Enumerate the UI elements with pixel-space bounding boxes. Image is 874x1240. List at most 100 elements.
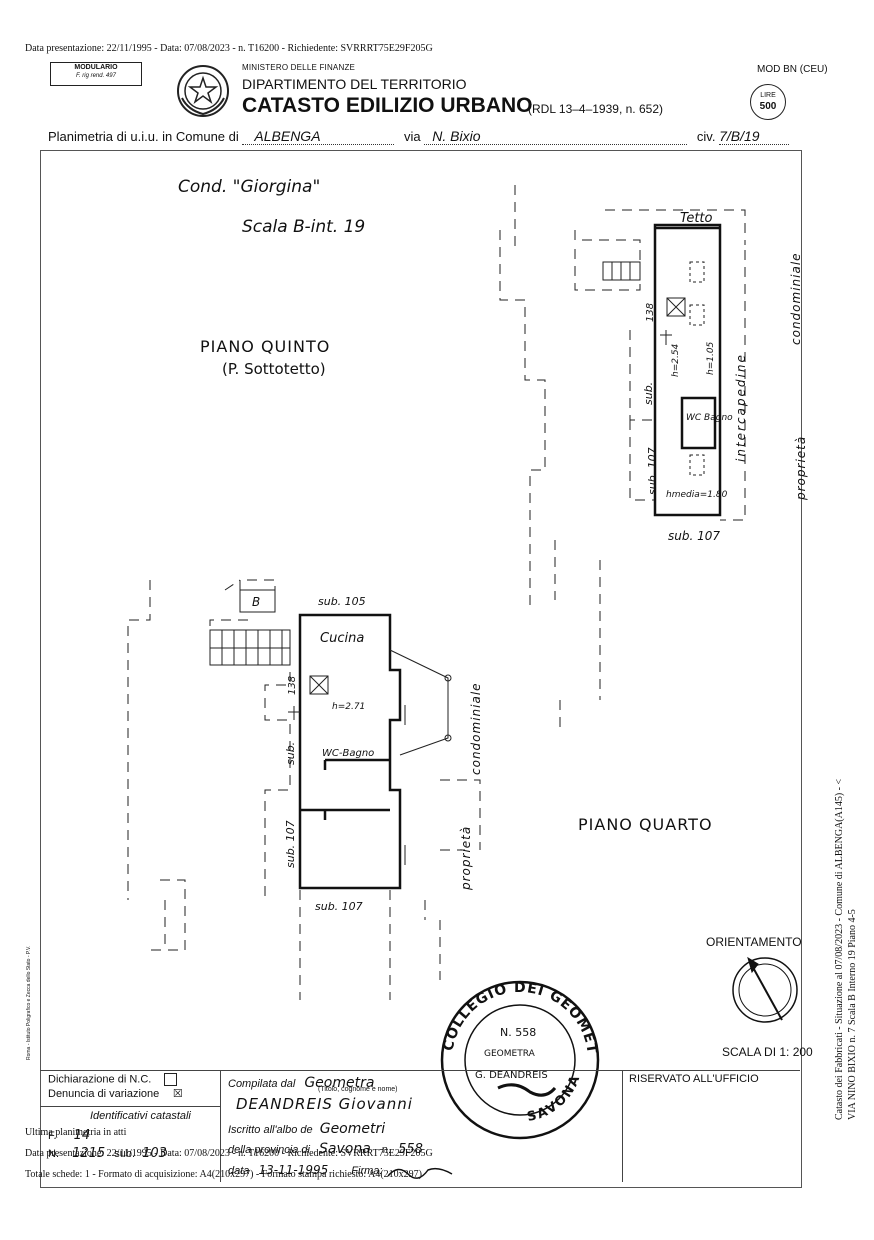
- denuncia-label: Denuncia di variazione: [48, 1088, 160, 1100]
- upper-wc-label: WC Bagno: [686, 413, 733, 423]
- sub-value: 103: [142, 1146, 167, 1161]
- numero-value: 558: [398, 1142, 423, 1157]
- iscritto-row: Iscritto all'albo de Geometri: [228, 1121, 385, 1137]
- foglio-row: F. 14: [48, 1128, 90, 1143]
- signature-icon: [386, 1167, 452, 1179]
- stamp-role: GEOMETRA: [484, 1049, 536, 1059]
- firma-label: Firma:: [351, 1164, 383, 1177]
- side-text: Catasto dei Fabbricati - Situazione al 0…: [833, 500, 859, 1120]
- overlay-line-2: Data presentazione: 22/11/1995 - Data: 0…: [25, 1148, 433, 1159]
- compilata-value: Geometra: [304, 1075, 375, 1091]
- via-label: via: [404, 129, 421, 144]
- mappale-label: N.: [48, 1148, 59, 1160]
- side-line-1: Catasto dei Fabbricati - Situazione al 0…: [834, 778, 845, 1120]
- compilata-row: Compilata dal Geometra: [228, 1075, 374, 1091]
- office-use-box: RISERVATO ALL'UFFICIO: [622, 1070, 801, 1182]
- riservato-label: RISERVATO ALL'UFFICIO: [629, 1073, 759, 1085]
- declaration-box: Dichiarazione di N.C. Denuncia di variaz…: [40, 1070, 221, 1182]
- fifth-floor-label: PIANO QUINTO: [200, 337, 330, 356]
- sub-107-bottom-label: sub. 107: [315, 900, 363, 913]
- height-2-71-label: h=2.71: [332, 702, 365, 712]
- comune-value: ALBENGA: [242, 128, 395, 145]
- foglio-value: 14: [73, 1128, 91, 1143]
- provincia-label: della provincia di: [228, 1144, 310, 1156]
- condominium-top-label: condominiale: [789, 252, 803, 345]
- stamp-name: G. DEANDREIS: [475, 1070, 548, 1081]
- declarant-name: DEANDREIS Giovanni: [236, 1095, 413, 1113]
- modulario-label: MODULARIO: [74, 64, 118, 71]
- foglio-label: F.: [48, 1130, 57, 1142]
- print-overlay: Ultima planimetria in atti Data presenta…: [25, 1122, 433, 1185]
- presentation-info: Data presentazione: 22/11/1995 - Data: 0…: [25, 43, 433, 54]
- republic-emblem-icon: [177, 65, 229, 117]
- dichiarazione-checkbox[interactable]: [164, 1073, 178, 1086]
- sub-label: sub.: [114, 1148, 136, 1160]
- sub-105-label: sub. 105: [318, 595, 366, 608]
- height-2-54-label: h=2.54: [671, 343, 681, 377]
- scale-label: SCALA DI 1: 200: [722, 1045, 813, 1059]
- stamp-number: N. 558: [500, 1026, 536, 1039]
- condominium-name: Cond. "Giorgina": [178, 177, 320, 197]
- civ-label: civ.: [696, 129, 716, 144]
- mappale-row: N. 1215 sub. 103: [48, 1146, 167, 1161]
- property-top-label: proprietà: [794, 436, 808, 501]
- lower-unit-details: [209, 589, 452, 865]
- condominium-mid-label: condominiale: [469, 682, 483, 775]
- height-1-05-label: h=1.05: [706, 341, 716, 375]
- north-arrow-icon: [732, 956, 798, 1023]
- stair-interior-label: Scala B-int. 19: [242, 217, 365, 237]
- data-label: data: [228, 1164, 250, 1177]
- dim-138-lower: 138: [287, 676, 298, 695]
- fifth-floor-sublabel: (P. Sottotetto): [222, 360, 326, 378]
- plan-line: Planimetria di u.i.u. in Comune di ALBEN…: [48, 128, 838, 145]
- declaration-divider: [40, 1106, 220, 1107]
- overlay-line-1: Ultima planimetria in atti: [25, 1127, 127, 1138]
- fourth-floor-label: PIANO QUARTO: [578, 815, 713, 834]
- property-mid-label: proprietà: [459, 826, 473, 891]
- denuncia-row: Denuncia di variazione ☒: [48, 1088, 183, 1100]
- lire-label: LIRE: [760, 92, 776, 99]
- via-value: N. Bixio: [424, 128, 688, 145]
- sub-107-left-label: sub. 107: [284, 820, 297, 868]
- sub-mid-label: sub.: [284, 742, 297, 765]
- law-reference: (RDL 13–4–1939, n. 652): [528, 102, 663, 116]
- average-height-label: hmedia=1.80: [666, 490, 728, 500]
- kitchen-label: Cucina: [320, 631, 364, 646]
- sub-top-label: sub.: [642, 382, 655, 405]
- denuncia-checkbox[interactable]: ☒: [172, 1087, 183, 1100]
- roof-label: Tetto: [680, 211, 713, 226]
- model-code: MOD BN (CEU): [757, 64, 828, 75]
- dichiarazione-label: Dichiarazione di N.C.: [48, 1073, 152, 1086]
- cavity-label: intercapedine: [734, 353, 748, 462]
- drawing-frame: [40, 150, 802, 1188]
- modulario-sub: F. rig rend. 497: [76, 73, 116, 79]
- upper-unit-walls: [653, 223, 722, 517]
- civ-value: 7/B/19: [719, 128, 790, 145]
- side-line-2: VIA NINO BIXIO n. 7 Scala B Interno 19 P…: [847, 909, 858, 1120]
- provincia-value: Savona: [319, 1141, 371, 1157]
- drawing-labels: Cond. "Giorgina" Scala B-int. 19 PIANO Q…: [178, 177, 808, 913]
- modulario-box: MODULARIO F. rig rend. 497: [50, 62, 142, 86]
- compilata-label: Compilata dal: [228, 1078, 296, 1090]
- numero-label: n.: [381, 1144, 392, 1156]
- lower-wc-label: WC-Bagno: [322, 748, 374, 759]
- identificativi-label: Identificativi catastali: [90, 1110, 191, 1122]
- overlay-line-3: Totale schede: 1 - Formato di acquisizio…: [25, 1169, 422, 1180]
- footer-divider: [40, 1070, 800, 1071]
- provincia-row: della provincia di Savona n. 558: [228, 1141, 423, 1157]
- form-title: CATASTO EDILIZIO URBANO: [242, 94, 533, 117]
- mappale-value: 1215: [72, 1146, 106, 1161]
- department-name: DIPARTIMENTO DEL TERRITORIO: [242, 76, 467, 92]
- lire-value: 500: [759, 101, 777, 112]
- printer-note-text: Roma - Istituto Poligrafico e Zecca dell…: [26, 945, 32, 1060]
- data-firma-row: data 13-11-1995 Firma:: [228, 1162, 456, 1180]
- orientation-label: ORIENTAMENTO: [706, 935, 802, 949]
- side-info: Catasto dei Fabbricati - Situazione al 0…: [805, 500, 858, 1120]
- data-value: 13-11-1995: [258, 1162, 329, 1177]
- stamp-duty-badge: LIRE 500: [750, 84, 786, 120]
- ministry-name: MINISTERO DELLE FINANZE: [242, 63, 356, 72]
- iscritto-label: Iscritto all'albo de: [228, 1124, 313, 1136]
- sub-107-top-horizontal: sub. 107: [668, 529, 720, 543]
- titolo-hint: (Titolo, cognome e nome): [318, 1086, 398, 1093]
